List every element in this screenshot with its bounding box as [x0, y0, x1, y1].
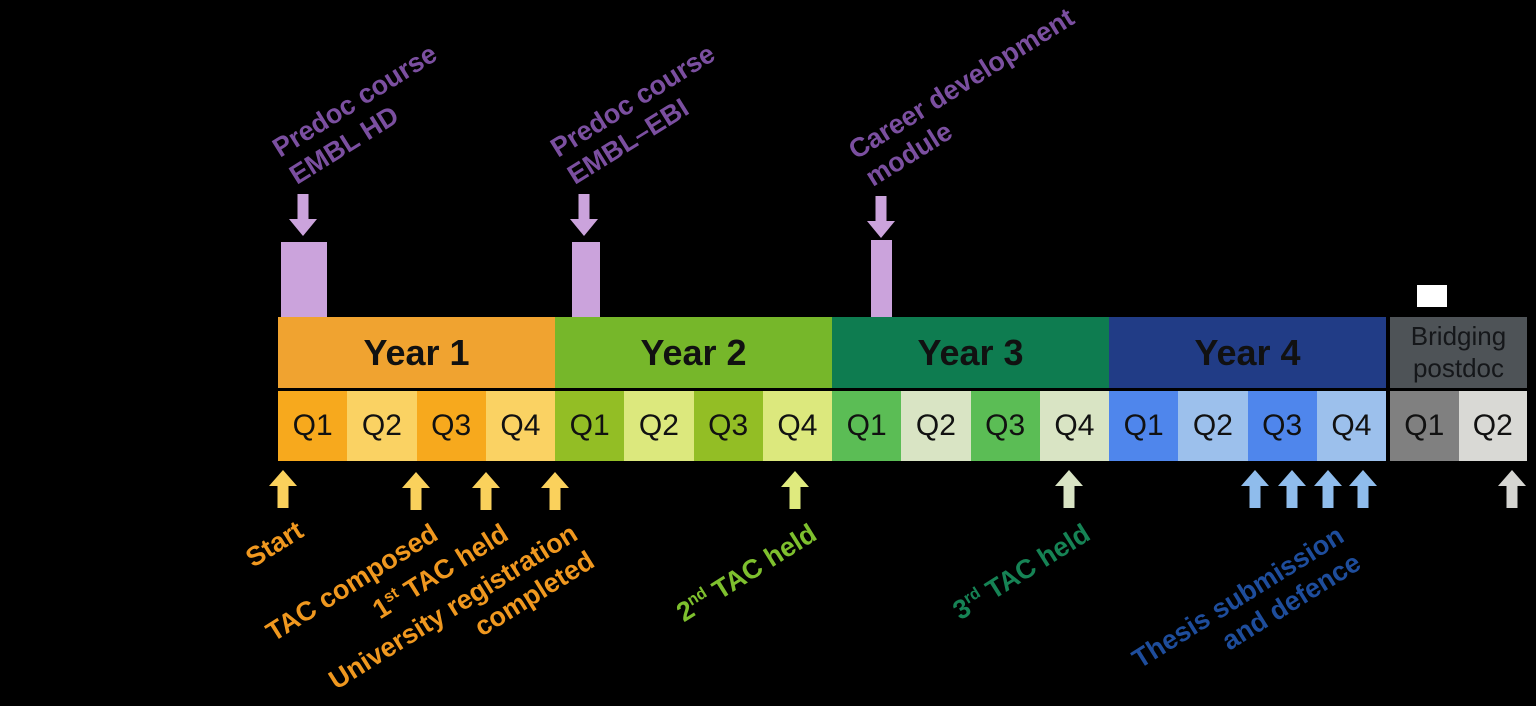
career-development-marker — [871, 240, 892, 317]
up-arrow-icon — [1278, 470, 1306, 508]
year-3-bar: Year 3 — [832, 317, 1109, 388]
quarter-cell: Q4 — [485, 391, 555, 461]
quarter-cell: Q1 — [278, 391, 348, 461]
second-tac-held-label: 2nd TAC held — [671, 518, 823, 629]
down-arrow-icon — [867, 196, 895, 238]
up-arrow-icon — [781, 471, 809, 509]
quarter-cell: Q2 — [1458, 391, 1527, 461]
quarter-cell: Q2 — [624, 391, 694, 461]
quarter-cell: Q1 — [555, 391, 625, 461]
start-label: Start — [240, 515, 309, 574]
down-arrow-icon — [570, 194, 598, 236]
year-1-bar: Year 1 — [278, 317, 555, 388]
quarter-row: Q1 Q2 Q3 Q4 Q1 Q2 Q3 Q4 Q1 Q2 Q3 Q4 Q1 Q… — [278, 391, 1386, 461]
quarter-cell: Q4 — [762, 391, 832, 461]
up-arrow-icon — [541, 472, 569, 510]
white-square-marker — [1417, 285, 1447, 307]
quarter-cell: Q2 — [1178, 391, 1248, 461]
quarter-cell: Q3 — [970, 391, 1040, 461]
quarter-cell: Q3 — [1247, 391, 1317, 461]
bridging-postdoc-bar: Bridging postdoc — [1390, 317, 1527, 388]
up-arrow-icon — [1055, 470, 1083, 508]
year-4-bar: Year 4 — [1109, 317, 1386, 388]
up-arrow-icon — [1314, 470, 1342, 508]
quarter-cell: Q2 — [901, 391, 971, 461]
predoc-embl-hd-marker — [281, 242, 327, 317]
third-tac-held-label: 3rd TAC held — [947, 518, 1096, 627]
quarter-cell: Q3 — [416, 391, 486, 461]
second-tac-rest: TAC held — [700, 518, 822, 610]
up-arrow-icon — [1498, 470, 1526, 508]
predoc-embl-ebi-marker — [572, 242, 600, 317]
quarter-cell: Q2 — [347, 391, 417, 461]
year-2-bar: Year 2 — [555, 317, 832, 388]
down-arrow-icon — [289, 194, 317, 236]
career-development-label: Career development module — [843, 2, 1097, 194]
quarter-cell: Q4 — [1316, 391, 1386, 461]
quarter-cell: Q4 — [1039, 391, 1109, 461]
up-arrow-icon — [472, 472, 500, 510]
up-arrow-icon — [1349, 470, 1377, 508]
third-tac-rest: TAC held — [973, 518, 1095, 610]
predoc-embl-ebi-label: Predoc course EMBL–EBI — [545, 39, 738, 192]
predoc-embl-hd-label: Predoc course EMBL HD — [267, 39, 460, 192]
quarter-cell: Q1 — [832, 391, 902, 461]
up-arrow-icon — [1241, 470, 1269, 508]
quarter-cell: Q1 — [1109, 391, 1179, 461]
up-arrow-icon — [269, 470, 297, 508]
quarter-cell: Q3 — [693, 391, 763, 461]
thesis-submission-label: Thesis submission and defence — [1127, 520, 1367, 703]
bridging-quarter-row: Q1 Q2 — [1390, 391, 1527, 461]
year-bar-row: Year 1 Year 2 Year 3 Year 4 — [278, 317, 1386, 388]
up-arrow-icon — [402, 472, 430, 510]
quarter-cell: Q1 — [1390, 391, 1459, 461]
